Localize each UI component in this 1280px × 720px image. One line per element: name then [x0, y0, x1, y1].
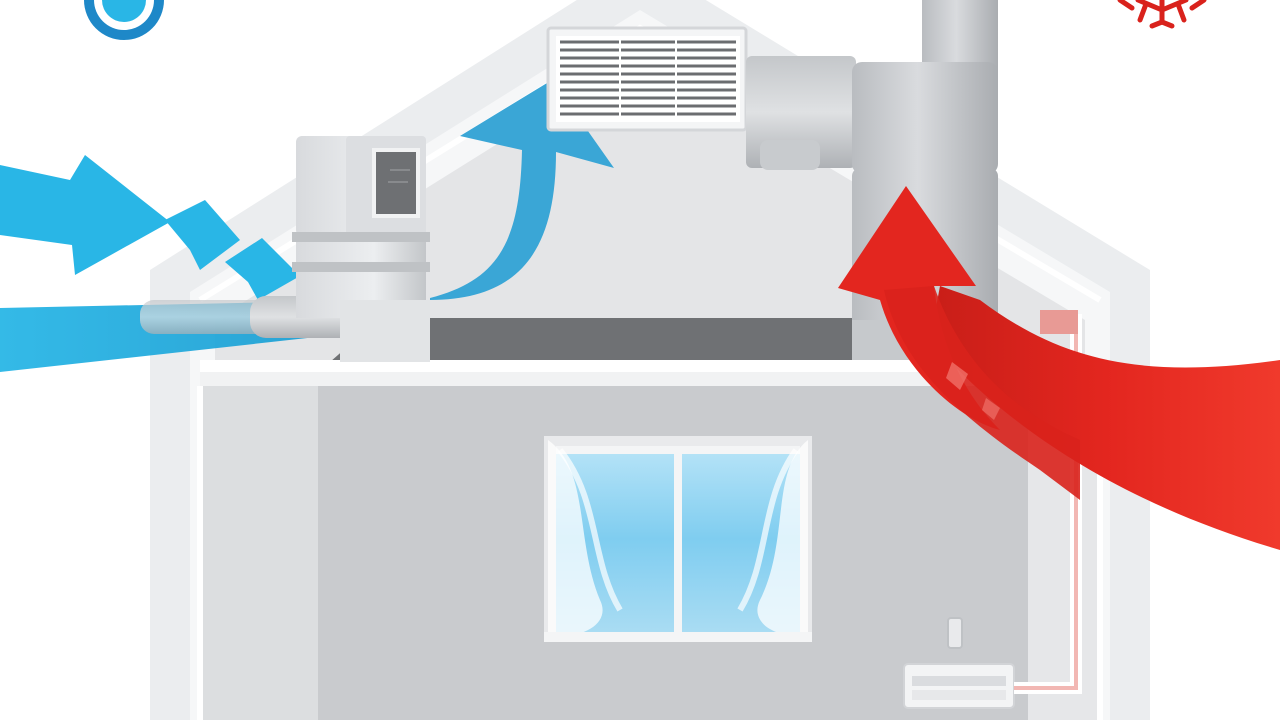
vent-connector-duct [746, 56, 856, 170]
ventilation-unit [292, 136, 430, 362]
cold-arrow-1 [0, 155, 170, 275]
cold-arrow-3 [225, 238, 300, 300]
supply-up-arrow [430, 80, 614, 300]
wall-vent-grille [546, 26, 748, 132]
window-with-curtains [544, 436, 812, 642]
warm-exhaust-flow [838, 186, 1280, 550]
floor-heater-unit [903, 663, 1015, 709]
attic-floor [200, 318, 1100, 386]
wall-switch [947, 617, 963, 649]
return-duct [1014, 310, 1082, 694]
cold-air-icon [84, 0, 164, 40]
cold-arrow-2 [165, 200, 240, 270]
snowflake-icon [1117, 0, 1207, 29]
